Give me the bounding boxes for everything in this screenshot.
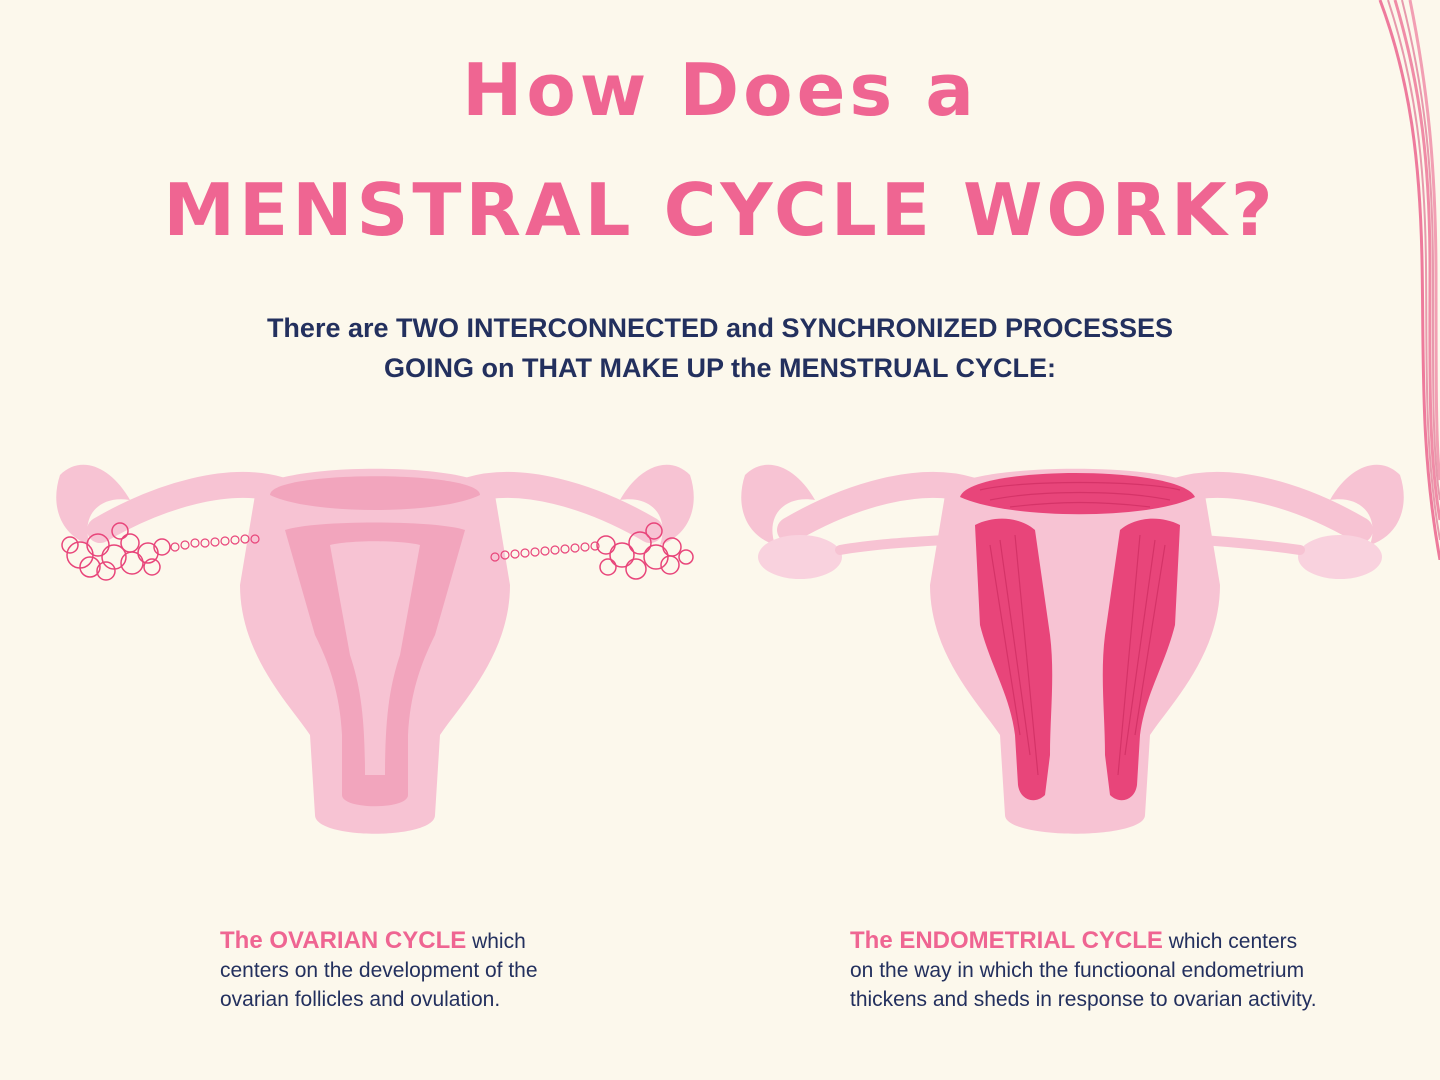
- subtitle: There are TWO INTERCONNECTED and SYNCHRO…: [120, 308, 1320, 388]
- ovarian-cycle-caption-highlight: The OVARIAN CYCLE: [220, 927, 467, 954]
- ovarian-cycle-caption-text: which centers on the development of the …: [220, 930, 538, 1011]
- endometrial-cycle-uterus-illustration: [741, 464, 1404, 834]
- subtitle-line-1: There are TWO INTERCONNECTED and SYNCHRO…: [266, 313, 1174, 343]
- endometrial-cycle-caption-text: which centers on the way in which the fu…: [850, 930, 1317, 1011]
- page-title-line-2: MENSTRAL CYCLE WORK?: [163, 168, 1277, 252]
- subtitle-line-2: GOING on THAT MAKE UP the MENSTRUAL CYCL…: [384, 353, 1056, 383]
- ovarian-cycle-uterus-illustration: [56, 464, 694, 834]
- endometrial-cycle-caption: The ENDOMETRIAL CYCLE which centers on t…: [850, 926, 1320, 1014]
- endometrial-cycle-caption-highlight: The ENDOMETRIAL CYCLE: [850, 927, 1163, 954]
- ovarian-cycle-caption: The OVARIAN CYCLE which centers on the d…: [220, 926, 600, 1014]
- decorative-scribble: [1378, 0, 1440, 560]
- page-title-line-1: How Does a: [462, 48, 978, 132]
